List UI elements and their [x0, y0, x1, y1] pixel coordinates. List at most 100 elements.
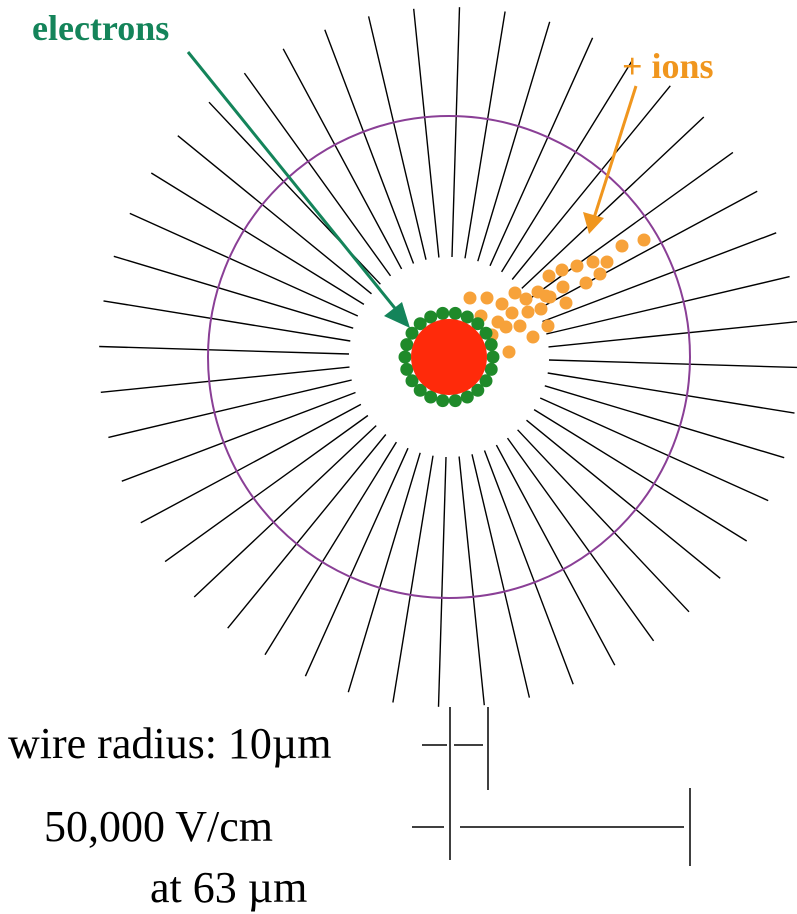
field-line: [304, 447, 409, 677]
field-line: [121, 391, 356, 482]
ion-dot: [499, 320, 513, 334]
field-line: [437, 456, 447, 707]
electron-dot: [400, 362, 414, 376]
electron-dot: [405, 326, 419, 340]
field-line: [483, 450, 574, 685]
ion-dot: [534, 302, 548, 316]
electrons-label: electrons: [32, 8, 170, 48]
field-line: [367, 16, 427, 260]
ion-dot: [593, 267, 607, 281]
field-line: [521, 116, 705, 289]
ion-dot: [508, 286, 522, 300]
radial-field-lines: [99, 7, 797, 707]
field-line: [451, 7, 461, 258]
field-line: [177, 135, 372, 295]
field-line: [464, 11, 506, 259]
ion-dot: [542, 269, 556, 283]
field-line: [164, 414, 369, 563]
electron-dot: [479, 374, 493, 388]
field-line: [413, 8, 440, 258]
field-line: [517, 429, 690, 613]
ion-dot: [586, 255, 600, 269]
field-line: [282, 48, 403, 270]
ion-dot: [555, 263, 569, 277]
wire-cross-section: [411, 319, 487, 395]
field-line: [477, 21, 551, 262]
electron-dot: [405, 374, 419, 388]
electron-dot: [448, 394, 462, 408]
ion-dot: [556, 280, 570, 294]
field-line: [108, 379, 352, 439]
field-line: [511, 85, 671, 280]
electron-dot: [460, 310, 474, 324]
ion-dot: [539, 289, 553, 303]
field-line: [489, 37, 594, 267]
field-line: [495, 444, 616, 666]
field-line: [193, 425, 377, 598]
electron-dot: [413, 317, 427, 331]
electron-dot: [448, 306, 462, 320]
field-line: [103, 300, 351, 342]
ion-dot: [637, 233, 651, 247]
field-line: [548, 359, 797, 369]
ion-dot: [615, 239, 629, 253]
field-line: [471, 454, 531, 698]
field-line: [243, 72, 392, 277]
field-line: [129, 212, 359, 317]
electron-dot: [436, 306, 450, 320]
ion-dot: [519, 292, 533, 306]
field-line: [542, 232, 777, 323]
field-line: [539, 397, 769, 502]
field-line: [150, 172, 365, 305]
field-line: [506, 437, 655, 642]
field-line: [100, 366, 350, 393]
electron-dot: [460, 390, 474, 404]
field-line: [227, 434, 387, 629]
electron-ring: [398, 306, 500, 408]
ions-arrow: [583, 85, 638, 234]
field-line: [548, 321, 797, 348]
ion-dot: [541, 319, 555, 333]
electrons-arrow: [186, 51, 410, 328]
ion-dot: [526, 330, 540, 344]
distance-label: at 63 µm: [150, 863, 308, 912]
field-line: [533, 409, 748, 542]
electron-dot: [424, 390, 438, 404]
field-line: [347, 452, 421, 693]
electron-dot: [398, 350, 412, 364]
ion-dot: [502, 345, 516, 359]
ion-dot: [463, 291, 477, 305]
ion-dot: [559, 296, 573, 310]
field-line: [501, 58, 634, 273]
ion-cloud: [463, 233, 651, 359]
ion-dot: [570, 259, 584, 273]
field-line: [536, 190, 758, 311]
equipotential-circle: [207, 115, 691, 599]
ion-dot: [480, 291, 494, 305]
ion-dot: [495, 297, 509, 311]
electron-dot: [413, 383, 427, 397]
ion-dot: [521, 305, 535, 319]
ion-dot: [505, 306, 519, 320]
wire-radius-label: wire radius: 10µm: [8, 719, 332, 768]
electron-dot: [400, 338, 414, 352]
ion-dot: [579, 276, 593, 290]
field-line: [392, 455, 434, 703]
electron-dot: [424, 310, 438, 324]
electron-dot: [486, 350, 500, 364]
field-line: [113, 255, 354, 329]
field-line: [526, 419, 721, 579]
field-line: [324, 29, 415, 264]
field-line: [458, 456, 485, 706]
field-line: [544, 385, 785, 459]
field-line: [99, 345, 350, 355]
field-strength-label: 50,000 V/cm: [44, 802, 273, 851]
electron-dot: [479, 326, 493, 340]
electron-dot: [471, 317, 485, 331]
field-line: [529, 151, 734, 300]
ion-dot: [600, 255, 614, 269]
field-line: [546, 275, 790, 335]
field-line: [140, 403, 362, 524]
scale-markers: [412, 707, 691, 866]
